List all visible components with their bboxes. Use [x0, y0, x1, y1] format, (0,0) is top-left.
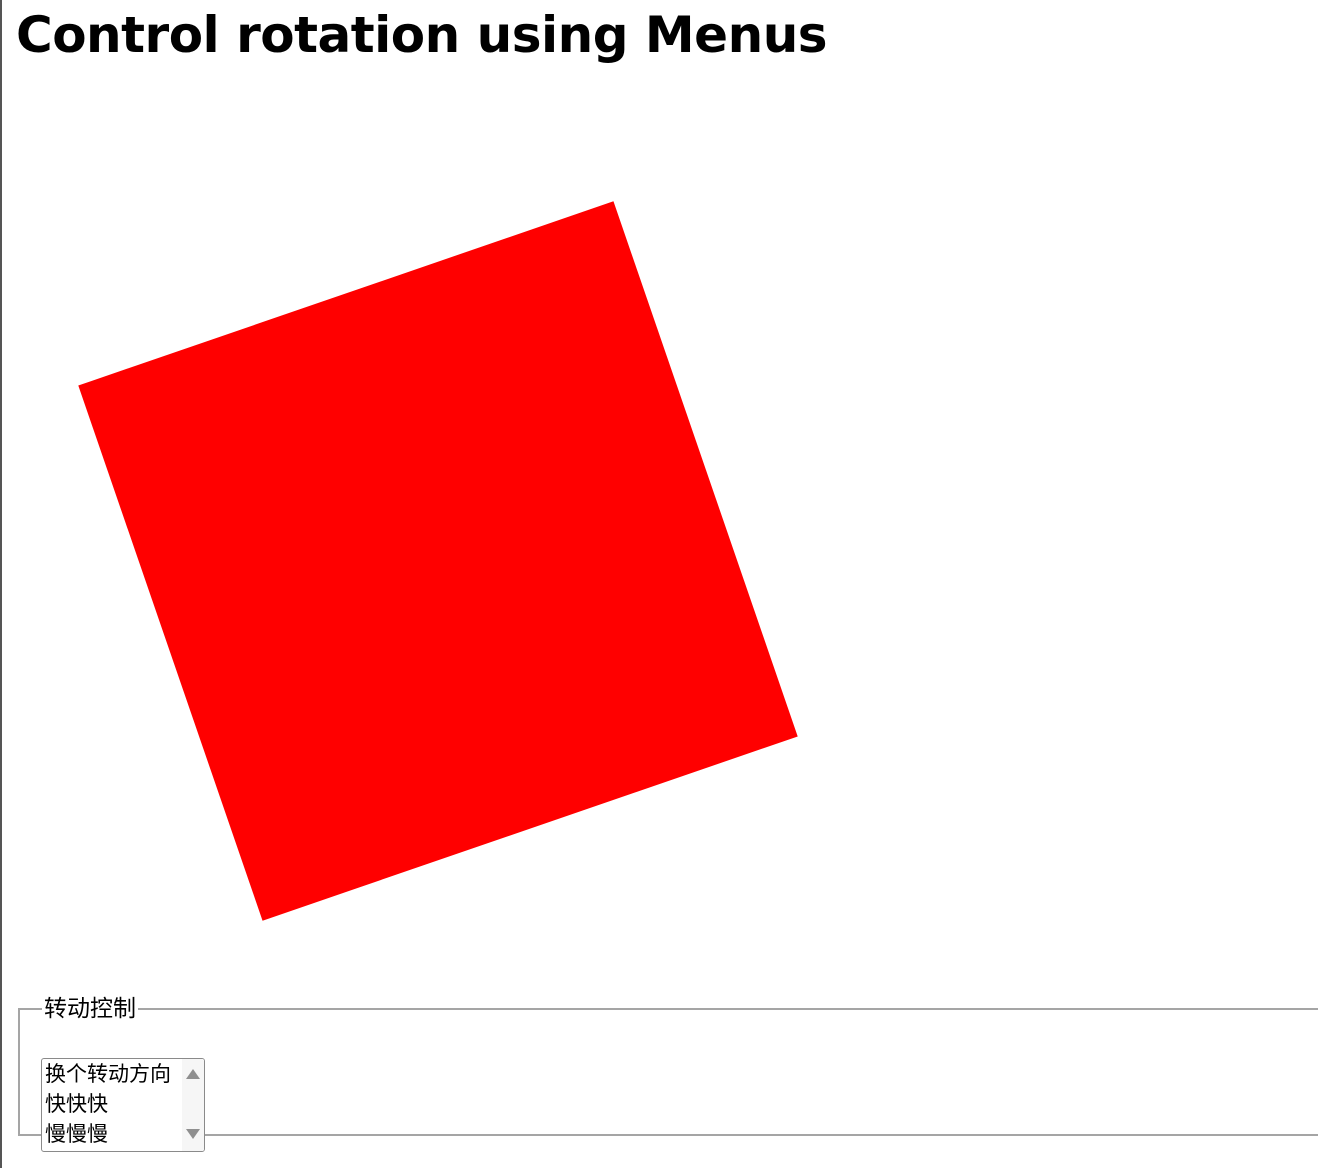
webgl-canvas — [2, 80, 1318, 980]
rotating-square — [78, 201, 798, 921]
rotation-control-legend: 转动控制 — [44, 996, 136, 1022]
canvas-svg — [78, 201, 798, 921]
rotation-menu-listbox[interactable]: 换个转动方向 快快快 慢慢慢 — [41, 1058, 205, 1152]
menu-option-faster[interactable]: 快快快 — [45, 1092, 108, 1116]
rotation-control-fieldset: 转动控制 换个转动方向 快快快 慢慢慢 — [18, 996, 1318, 1152]
triangle-down-icon[interactable] — [186, 1129, 200, 1139]
menu-option-slower[interactable]: 慢慢慢 — [45, 1122, 108, 1146]
page-title: Control rotation using Menus — [16, 6, 828, 64]
menu-option-toggle-direction[interactable]: 换个转动方向 — [45, 1062, 171, 1086]
page-left-border — [0, 0, 2, 1168]
listbox-scrollbar[interactable] — [182, 1059, 204, 1151]
triangle-up-icon[interactable] — [186, 1069, 200, 1079]
